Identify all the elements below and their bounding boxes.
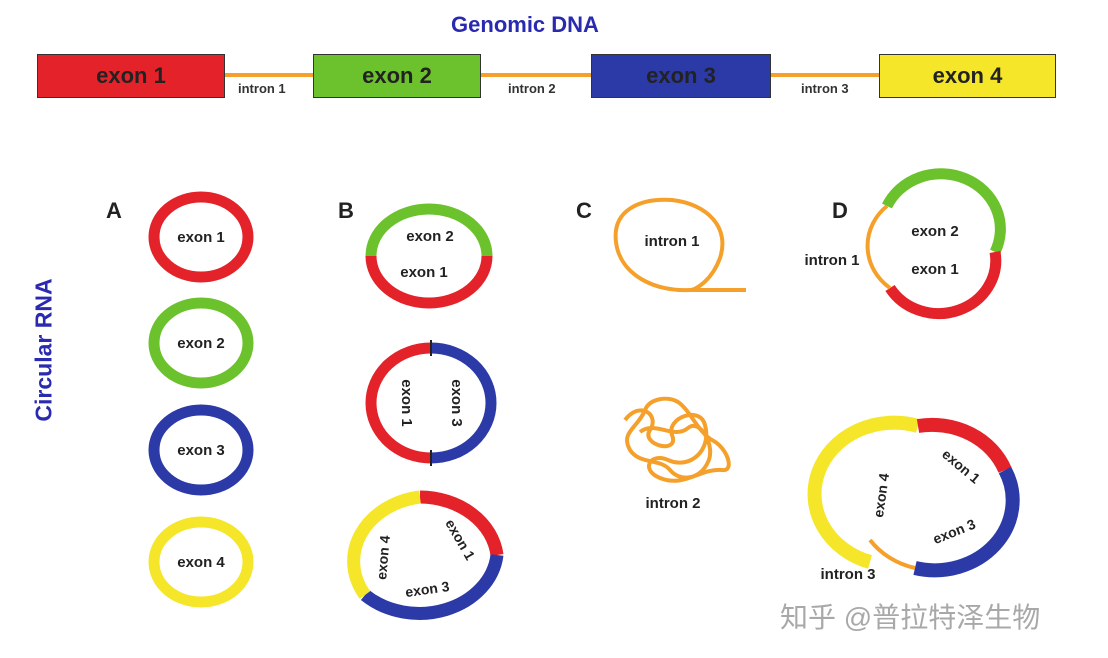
- circle-exon-4: [148, 516, 254, 608]
- circle-b1-exon1-label: exon 1: [400, 264, 448, 281]
- intron-1-lariat: intron 1: [613, 197, 746, 293]
- exon-4-block: exon 4: [879, 54, 1056, 98]
- intron-1-lariat-loop: [613, 197, 746, 293]
- circle-b1: exon 2 exon 1: [365, 203, 493, 309]
- circle-d2: exon 4 exon 1 exon 3 intron 3: [807, 415, 1020, 583]
- watermark: 知乎 @普拉特泽生物: [780, 602, 1041, 633]
- circle-exon-2: [148, 297, 254, 389]
- intron-3-label: intron 3: [801, 81, 849, 96]
- circle-d1-exon1-arc: [885, 251, 1002, 319]
- circle-b3-exon1-label: exon 1: [442, 516, 478, 563]
- circle-d1-exon1-label: exon 1: [911, 261, 959, 278]
- circle-b3-exon4-label: exon 4: [373, 535, 393, 581]
- circle-exon-3: [148, 404, 254, 496]
- circle-d1-intron1-label: intron 1: [805, 252, 860, 269]
- circle-b1-exon2-arc: [365, 203, 493, 257]
- diagram-title: Genomic DNA: [451, 12, 599, 37]
- intron-2-line: [480, 73, 592, 77]
- intron-3-line: [770, 73, 880, 77]
- panel-d-label: D: [832, 198, 848, 223]
- circle-d2-exon3-arc: [913, 466, 1020, 578]
- panel-a-label: A: [106, 198, 122, 223]
- circle-exon-1: [148, 191, 254, 283]
- circle-d1-exon2-arc: [882, 168, 1006, 255]
- circle-a4-label: exon 4: [177, 554, 225, 571]
- circle-b3-exon1-arc: [419, 490, 504, 557]
- circle-b1-exon2-label: exon 2: [406, 228, 454, 245]
- circle-b3-exon4-arc: [347, 490, 421, 599]
- intron-1-label: intron 1: [238, 81, 286, 96]
- circle-d2-exon1-label: exon 1: [939, 446, 983, 487]
- circle-d2-intron3-arc: [868, 538, 916, 570]
- exon-2-block: exon 2: [313, 54, 481, 98]
- intron-2-label: intron 2: [508, 81, 556, 96]
- circle-d1-intron1-arc: [865, 204, 892, 290]
- circle-b2: exon 1 exon 3: [365, 340, 497, 466]
- circle-b1-exon1-arc: [365, 255, 493, 309]
- panel-b-label: B: [338, 198, 354, 223]
- circle-b2-exon3-arc: [430, 342, 497, 464]
- circle-d2-intron3-label: intron 3: [821, 566, 876, 583]
- intron-1-lariat-label: intron 1: [645, 233, 700, 250]
- circle-a3-label: exon 3: [177, 442, 225, 459]
- circle-d1: exon 2 exon 1 intron 1: [805, 168, 1006, 319]
- circle-d2-exon4-label: exon 4: [870, 472, 892, 518]
- circle-b3: exon 4 exon 1 exon 3: [347, 490, 504, 620]
- exon-3-block: exon 3: [591, 54, 771, 98]
- circle-d2-exon4-arc: [807, 415, 920, 569]
- intron-1-line: [224, 73, 314, 77]
- circle-b2-exon1-label: exon 1: [398, 379, 415, 427]
- circle-b2-exon1-arc: [365, 342, 432, 464]
- circle-d1-exon2-label: exon 2: [911, 223, 959, 240]
- panel-c-label: C: [576, 198, 592, 223]
- intron-2-tangle: intron 2: [623, 396, 731, 512]
- circle-b3-exon3-label: exon 3: [404, 578, 450, 600]
- intron-2-tangle-label: intron 2: [646, 495, 701, 512]
- circle-a2-label: exon 2: [177, 335, 225, 352]
- intron-2-tangle-strand: [623, 396, 731, 483]
- circle-d2-exon3-label: exon 3: [931, 516, 978, 548]
- circle-a1-label: exon 1: [177, 229, 225, 246]
- circle-b2-exon3-label: exon 3: [448, 379, 465, 427]
- circle-d2-exon1-arc: [916, 417, 1012, 473]
- exon-1-block: exon 1: [37, 54, 225, 98]
- circle-b3-exon3-arc: [360, 553, 504, 620]
